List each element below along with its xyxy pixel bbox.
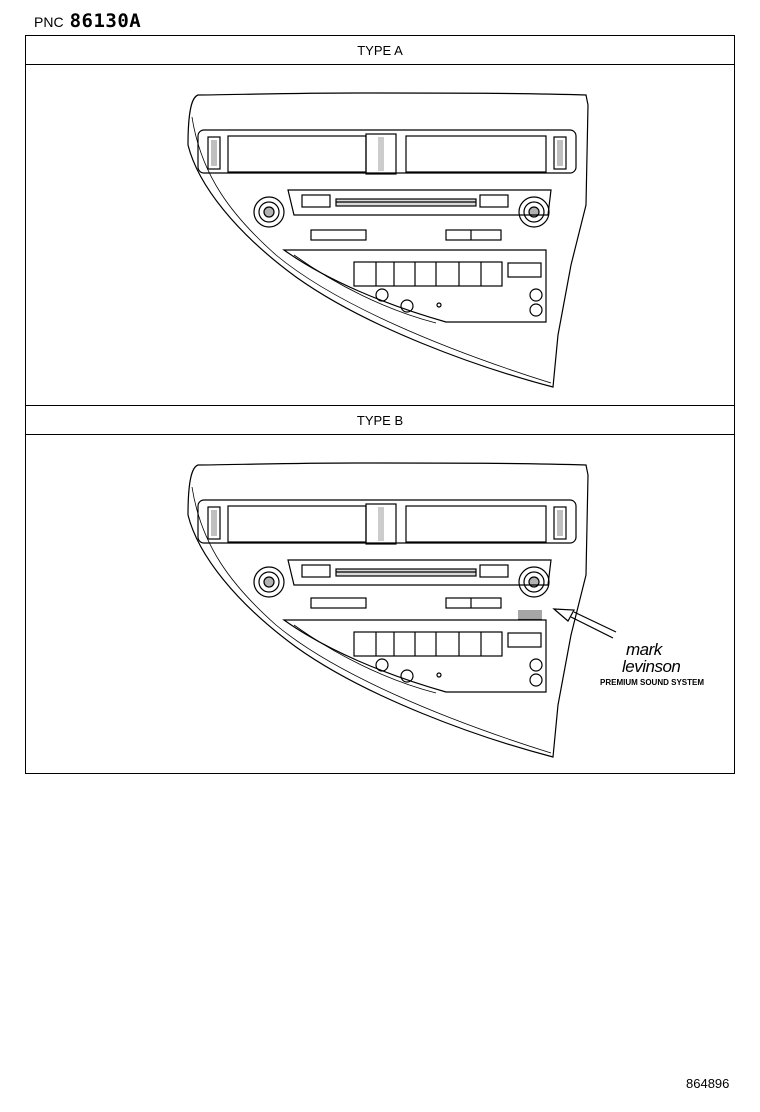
vent-right-tab-inner <box>557 140 563 166</box>
climate-dot <box>436 302 442 308</box>
logo-line-1: mark <box>626 640 664 659</box>
climate-knob-1 <box>375 288 389 302</box>
climate-dot <box>436 672 442 678</box>
vent-right-tab <box>553 506 567 540</box>
radio-panel-diagram-type-b: mark levinson PREMIUM SOUND SYSTEM <box>187 462 704 758</box>
climate-display <box>507 632 542 648</box>
vent-frame <box>197 129 577 174</box>
knob-right <box>518 196 550 228</box>
climate-knob-2 <box>400 669 414 683</box>
cd-button-left <box>301 194 331 208</box>
climate-knob-2 <box>400 299 414 313</box>
knob-left <box>253 566 285 598</box>
vent-left-opening <box>227 135 367 173</box>
panel-outline <box>187 462 589 758</box>
panel-outline <box>187 92 589 388</box>
vent-divider <box>365 503 397 545</box>
section-type-a: TYPE A <box>26 36 734 406</box>
reference-number: 864896 <box>686 1076 730 1091</box>
logo-line-2: levinson <box>622 657 680 676</box>
climate-display <box>507 262 542 278</box>
climate-knob-3 <box>529 658 543 672</box>
pnc-number: 86130A <box>69 10 142 32</box>
callout-arrow <box>552 608 617 639</box>
vent-divider-inner <box>378 137 384 171</box>
knob-left <box>253 196 285 228</box>
panel-inner-edge <box>191 116 552 384</box>
diagram-frame: TYPE A <box>25 35 735 774</box>
climate-knob-1 <box>375 658 389 672</box>
knob-right <box>518 566 550 598</box>
pnc-label: PNC <box>34 14 64 30</box>
vent-right-opening <box>405 135 547 173</box>
button-right-small <box>445 229 502 241</box>
climate-knob-4 <box>529 303 543 317</box>
vent-frame <box>197 499 577 544</box>
vent-right-opening <box>405 505 547 543</box>
button-right-small <box>445 597 502 609</box>
mark-levinson-badge <box>518 610 542 620</box>
climate-knob-4 <box>529 673 543 687</box>
cd-button-right <box>479 194 509 208</box>
section-title-type-b: TYPE B <box>26 406 734 435</box>
cd-button-right <box>479 564 509 578</box>
climate-button-row <box>353 261 503 287</box>
button-left-small <box>310 229 367 241</box>
panel-inner-edge <box>191 486 552 754</box>
cd-bar <box>287 189 552 216</box>
vent-left-tab <box>207 136 221 170</box>
mark-levinson-logo: mark levinson PREMIUM SOUND SYSTEM <box>600 640 704 687</box>
climate-knob-3 <box>529 288 543 302</box>
button-left-small <box>310 597 367 609</box>
vent-left-opening <box>227 505 367 543</box>
cd-bar <box>287 559 552 586</box>
climate-button-row <box>353 631 503 657</box>
section-title-type-a: TYPE A <box>26 36 734 65</box>
vent-right-tab <box>553 136 567 170</box>
logo-caption: PREMIUM SOUND SYSTEM <box>600 678 704 687</box>
vent-left-tab <box>207 506 221 540</box>
vent-divider <box>365 133 397 175</box>
cd-button-left <box>301 564 331 578</box>
section-type-b: TYPE B <box>26 406 734 774</box>
vent-left-tab-inner <box>211 140 217 166</box>
radio-panel-diagram-type-a <box>187 92 589 388</box>
pnc-header: PNC 86130A <box>34 10 141 34</box>
